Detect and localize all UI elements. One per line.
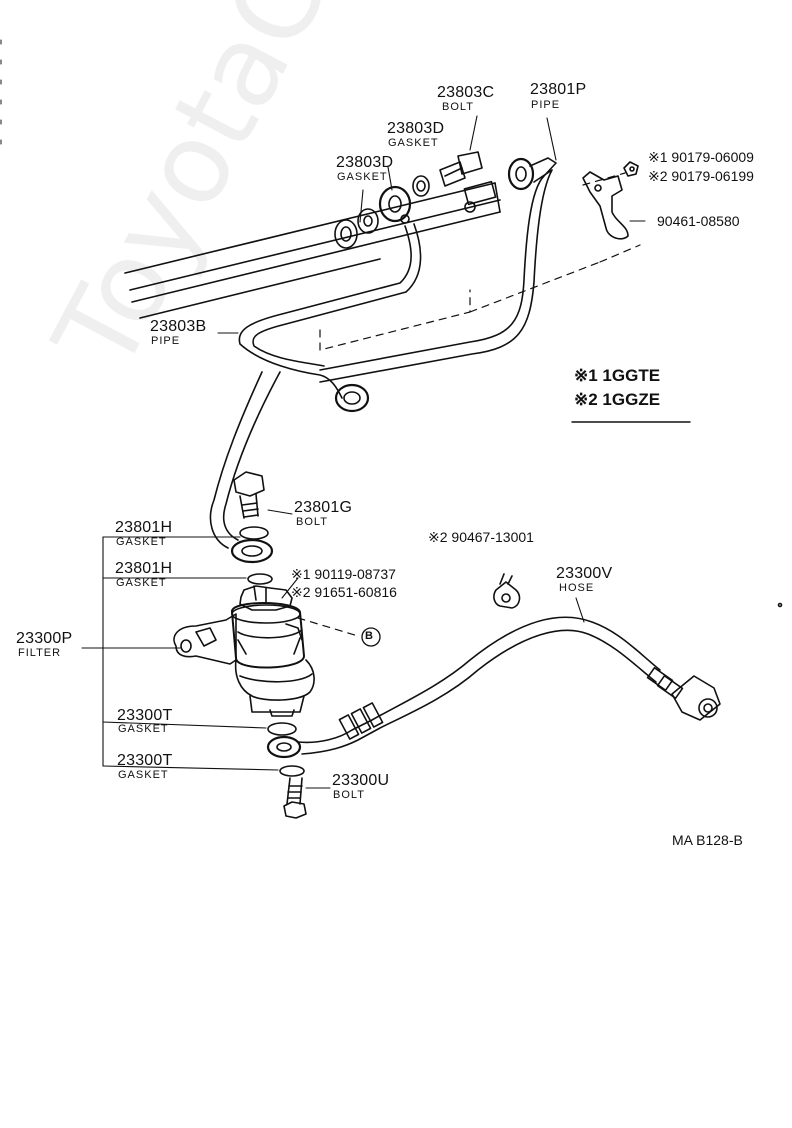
part-23803C-number: 23803C <box>437 84 495 101</box>
dashed-leaders <box>297 172 641 637</box>
part-23801P-number: 23801P <box>530 81 587 98</box>
bolt-23300U-drawing <box>283 777 307 819</box>
part-23300T-number-lower: 23300T <box>117 752 173 769</box>
legend-line-2: ※2 1GGZE <box>574 390 661 409</box>
note-2-90467-13001: ※2 90467-13001 <box>428 529 534 545</box>
legend-line-1: ※1 1GGTE <box>574 366 661 385</box>
banjo-23803B-top <box>378 185 412 223</box>
ref-circle <box>361 627 381 647</box>
part-23300U-number: 23300U <box>332 772 390 789</box>
banjo-filter-inlet <box>230 538 274 564</box>
engine-rail <box>124 182 501 319</box>
part-23300P-name: FILTER <box>18 647 62 659</box>
pipe-23803B-drawing <box>209 223 422 549</box>
part-23801G-name: BOLT <box>296 516 328 528</box>
part-23801H-number-upper: 23801H <box>115 519 173 536</box>
part-23801H-name-upper: GASKET <box>116 536 167 548</box>
part-23803D-name-lower: GASKET <box>337 171 388 183</box>
clip-90467-drawing <box>493 573 521 609</box>
part-23300T-name-lower: GASKET <box>118 769 169 781</box>
part-23803B-number: 23803B <box>150 318 207 335</box>
fuel-filter-drawing <box>173 585 315 717</box>
part-90461-08580: 90461-08580 <box>657 213 740 229</box>
note-1-90179-06009: ※1 90179-06009 <box>648 149 754 165</box>
part-23801G-number: 23801G <box>294 499 353 516</box>
clamp-90461-drawing <box>582 161 639 240</box>
note-2-91651-60816: ※2 91651-60816 <box>291 584 397 600</box>
part-23801H-number-lower: 23801H <box>115 560 173 577</box>
gasket-23300T-upper <box>267 722 297 736</box>
bolt-23803C-drawing <box>439 151 497 213</box>
bolt-23801G-drawing <box>233 471 265 519</box>
gasket-23801H-lower <box>247 573 273 585</box>
banjo-filter-outlet <box>266 735 302 759</box>
note-2-90179-06199: ※2 90179-06199 <box>648 168 754 184</box>
part-23803C-name: BOLT <box>442 101 474 113</box>
gasket-23803D-left <box>334 219 358 249</box>
hose-23300V-drawing <box>297 616 721 755</box>
note-1-90119-08737: ※1 90119-08737 <box>291 566 396 582</box>
part-23300V-name: HOSE <box>559 582 595 594</box>
pipe-23801P-drawing <box>319 157 557 383</box>
diagram-code: MA B128-B <box>672 832 743 848</box>
part-23801H-name-lower: GASKET <box>116 577 167 589</box>
leader-lines <box>81 115 691 789</box>
ref-mark-label: B <box>365 630 373 642</box>
part-23300T-number-upper: 23300T <box>117 707 173 724</box>
gasket-23803D-upper <box>412 175 430 197</box>
part-23803D-name-upper: GASKET <box>388 137 439 149</box>
part-23803B-name: PIPE <box>151 335 181 347</box>
gasket-23803D-right <box>357 208 379 234</box>
part-23300T-name-upper: GASKET <box>118 723 169 735</box>
part-23801P-name: PIPE <box>531 99 561 111</box>
part-23803D-number-lower: 23803D <box>336 154 394 171</box>
part-23300V-number: 23300V <box>556 565 613 582</box>
gasket-23801H-upper <box>239 526 269 540</box>
part-23300U-name: BOLT <box>333 789 365 801</box>
part-23803D-number-upper: 23803D <box>387 120 445 137</box>
gasket-23300T-lower <box>279 765 305 777</box>
part-23300P-number: 23300P <box>16 630 73 647</box>
